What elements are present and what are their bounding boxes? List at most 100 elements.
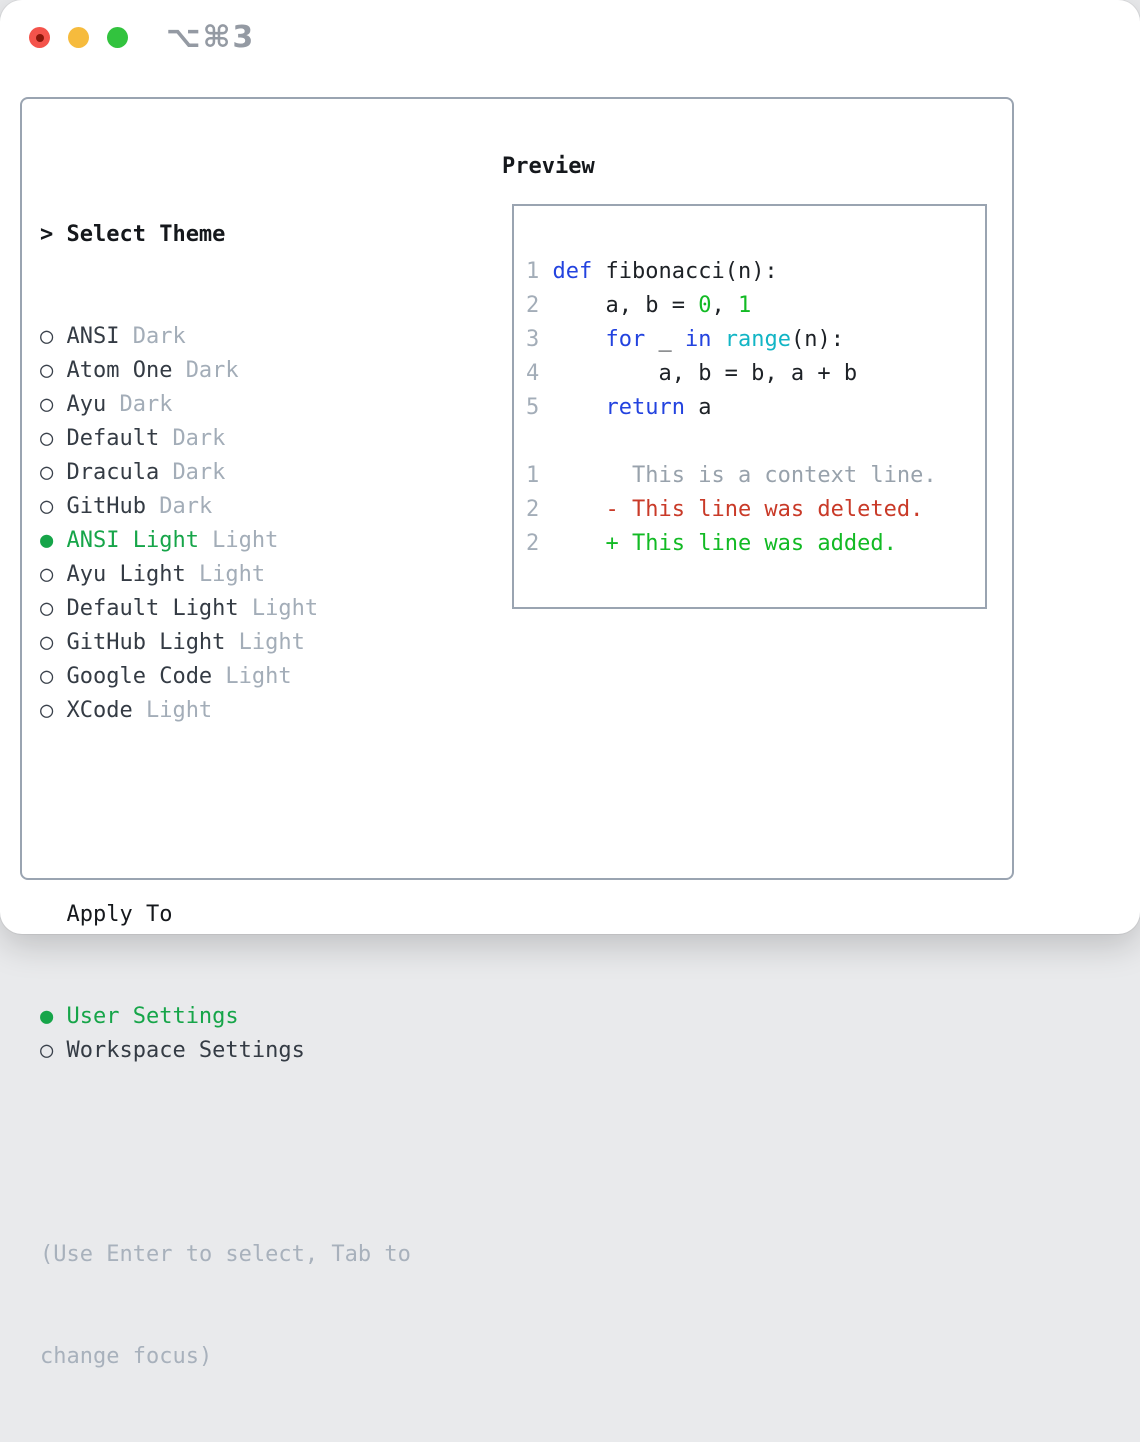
diff-block: 1 This is a context line.2 - This line w…	[526, 459, 977, 561]
select-theme-header: >Select Theme	[40, 218, 411, 252]
line-number: 2	[526, 293, 553, 318]
theme-name: Ayu	[66, 392, 107, 417]
code-line: 5 return a	[526, 391, 977, 425]
radio-selected-icon: ●	[40, 1004, 54, 1029]
diff-sign	[605, 463, 632, 488]
theme-name: GitHub	[66, 494, 146, 519]
theme-option-dracula[interactable]: ○ Dracula Dark	[40, 456, 411, 490]
diff-text: This line was added.	[631, 531, 897, 556]
theme-name: Default Light	[66, 596, 239, 621]
code-token	[553, 327, 606, 352]
close-button[interactable]	[29, 27, 50, 48]
code-line: 1 def fibonacci(n):	[526, 255, 977, 289]
title-bar: ⌥⌘3	[0, 0, 1140, 96]
code-token: def	[552, 259, 593, 284]
radio-selected-icon: ●	[40, 528, 54, 553]
diff-line-added: 2 + This line was added.	[526, 527, 977, 561]
radio-unselected-icon: ○	[40, 664, 54, 689]
line-number: 1	[526, 463, 606, 488]
theme-variant-tag: Light	[212, 528, 279, 553]
code-token: a, b = b, a + b	[552, 361, 858, 386]
theme-variant-tag: Light	[145, 698, 213, 723]
apply-to-header: Apply To	[66, 902, 173, 927]
apply-options: ● User Settings ○ Workspace Settings	[40, 1000, 411, 1068]
code-token: ,	[711, 293, 738, 318]
theme-name: ANSI Light	[66, 528, 199, 553]
theme-name: XCode	[66, 698, 133, 723]
radio-unselected-icon: ○	[40, 1038, 54, 1063]
line-number: 5	[526, 395, 553, 420]
theme-variant-tag: Light	[251, 596, 319, 621]
select-theme-title: Select Theme	[66, 222, 226, 247]
diff-line-deleted: 2 - This line was deleted.	[526, 493, 977, 527]
spacer	[40, 1136, 411, 1170]
radio-unselected-icon: ○	[40, 698, 54, 723]
line-number: 4	[526, 361, 553, 386]
code-line: 2 a, b = 0, 1	[526, 289, 977, 323]
theme-option-google-code[interactable]: ○ Google Code Light	[40, 660, 411, 694]
code-token	[553, 395, 606, 420]
theme-name: Google Code	[66, 664, 213, 689]
diff-sign: -	[605, 497, 632, 522]
code-token: 0	[698, 293, 712, 318]
theme-variant-tag: Light	[238, 630, 305, 655]
preview-header: Preview	[502, 154, 595, 179]
theme-name: ANSI	[66, 324, 120, 349]
theme-variant-tag: Light	[225, 664, 292, 689]
code-token: (n):	[790, 327, 844, 352]
code-token: range	[724, 327, 791, 352]
theme-variant-tag: Dark	[119, 392, 173, 417]
code-line: 4 a, b = b, a + b	[526, 357, 977, 391]
apply-option-user-settings[interactable]: ● User Settings	[40, 1000, 411, 1034]
window-title: ⌥⌘3	[166, 20, 256, 55]
code-token: 1	[737, 293, 752, 318]
apply-option-workspace-settings[interactable]: ○ Workspace Settings	[40, 1034, 411, 1068]
theme-option-xcode[interactable]: ○ XCode Light	[40, 694, 411, 728]
radio-unselected-icon: ○	[40, 630, 54, 655]
apply-option-label: Workspace Settings	[66, 1038, 305, 1063]
help-text-line-2: change focus)	[40, 1344, 213, 1369]
code-token: for	[605, 327, 646, 352]
diff-text: This line was deleted.	[631, 497, 924, 522]
code-token: fibonacci(n):	[592, 259, 778, 284]
theme-name: Atom One	[66, 358, 173, 383]
line-number: 1	[526, 259, 553, 284]
zoom-button[interactable]	[107, 27, 128, 48]
help-text-line-1: (Use Enter to select, Tab to	[40, 1242, 411, 1267]
code-token	[711, 327, 724, 352]
diff-text: This is a context line.	[631, 463, 937, 488]
radio-unselected-icon: ○	[40, 460, 54, 485]
line-number: 2	[526, 531, 606, 556]
theme-option-ansi-light[interactable]: ● ANSI Light Light	[40, 524, 411, 558]
code-token: return	[605, 395, 685, 420]
theme-option-github[interactable]: ○ GitHub Dark	[40, 490, 411, 524]
minimize-button[interactable]	[68, 27, 89, 48]
spacer	[526, 425, 977, 459]
close-dot-icon	[35, 33, 44, 42]
theme-name: Ayu Light	[66, 562, 186, 587]
diff-line-context: 1 This is a context line.	[526, 459, 977, 493]
code-token: a	[684, 395, 712, 420]
code-token: a, b =	[552, 293, 699, 318]
theme-variant-tag: Dark	[159, 494, 213, 519]
theme-variant-tag: Dark	[132, 324, 186, 349]
theme-variant-tag: Dark	[172, 460, 226, 485]
spacer	[40, 796, 411, 830]
radio-unselected-icon: ○	[40, 358, 54, 383]
apply-option-label: User Settings	[66, 1004, 239, 1029]
radio-unselected-icon: ○	[40, 494, 54, 519]
theme-name: Dracula	[66, 460, 160, 485]
